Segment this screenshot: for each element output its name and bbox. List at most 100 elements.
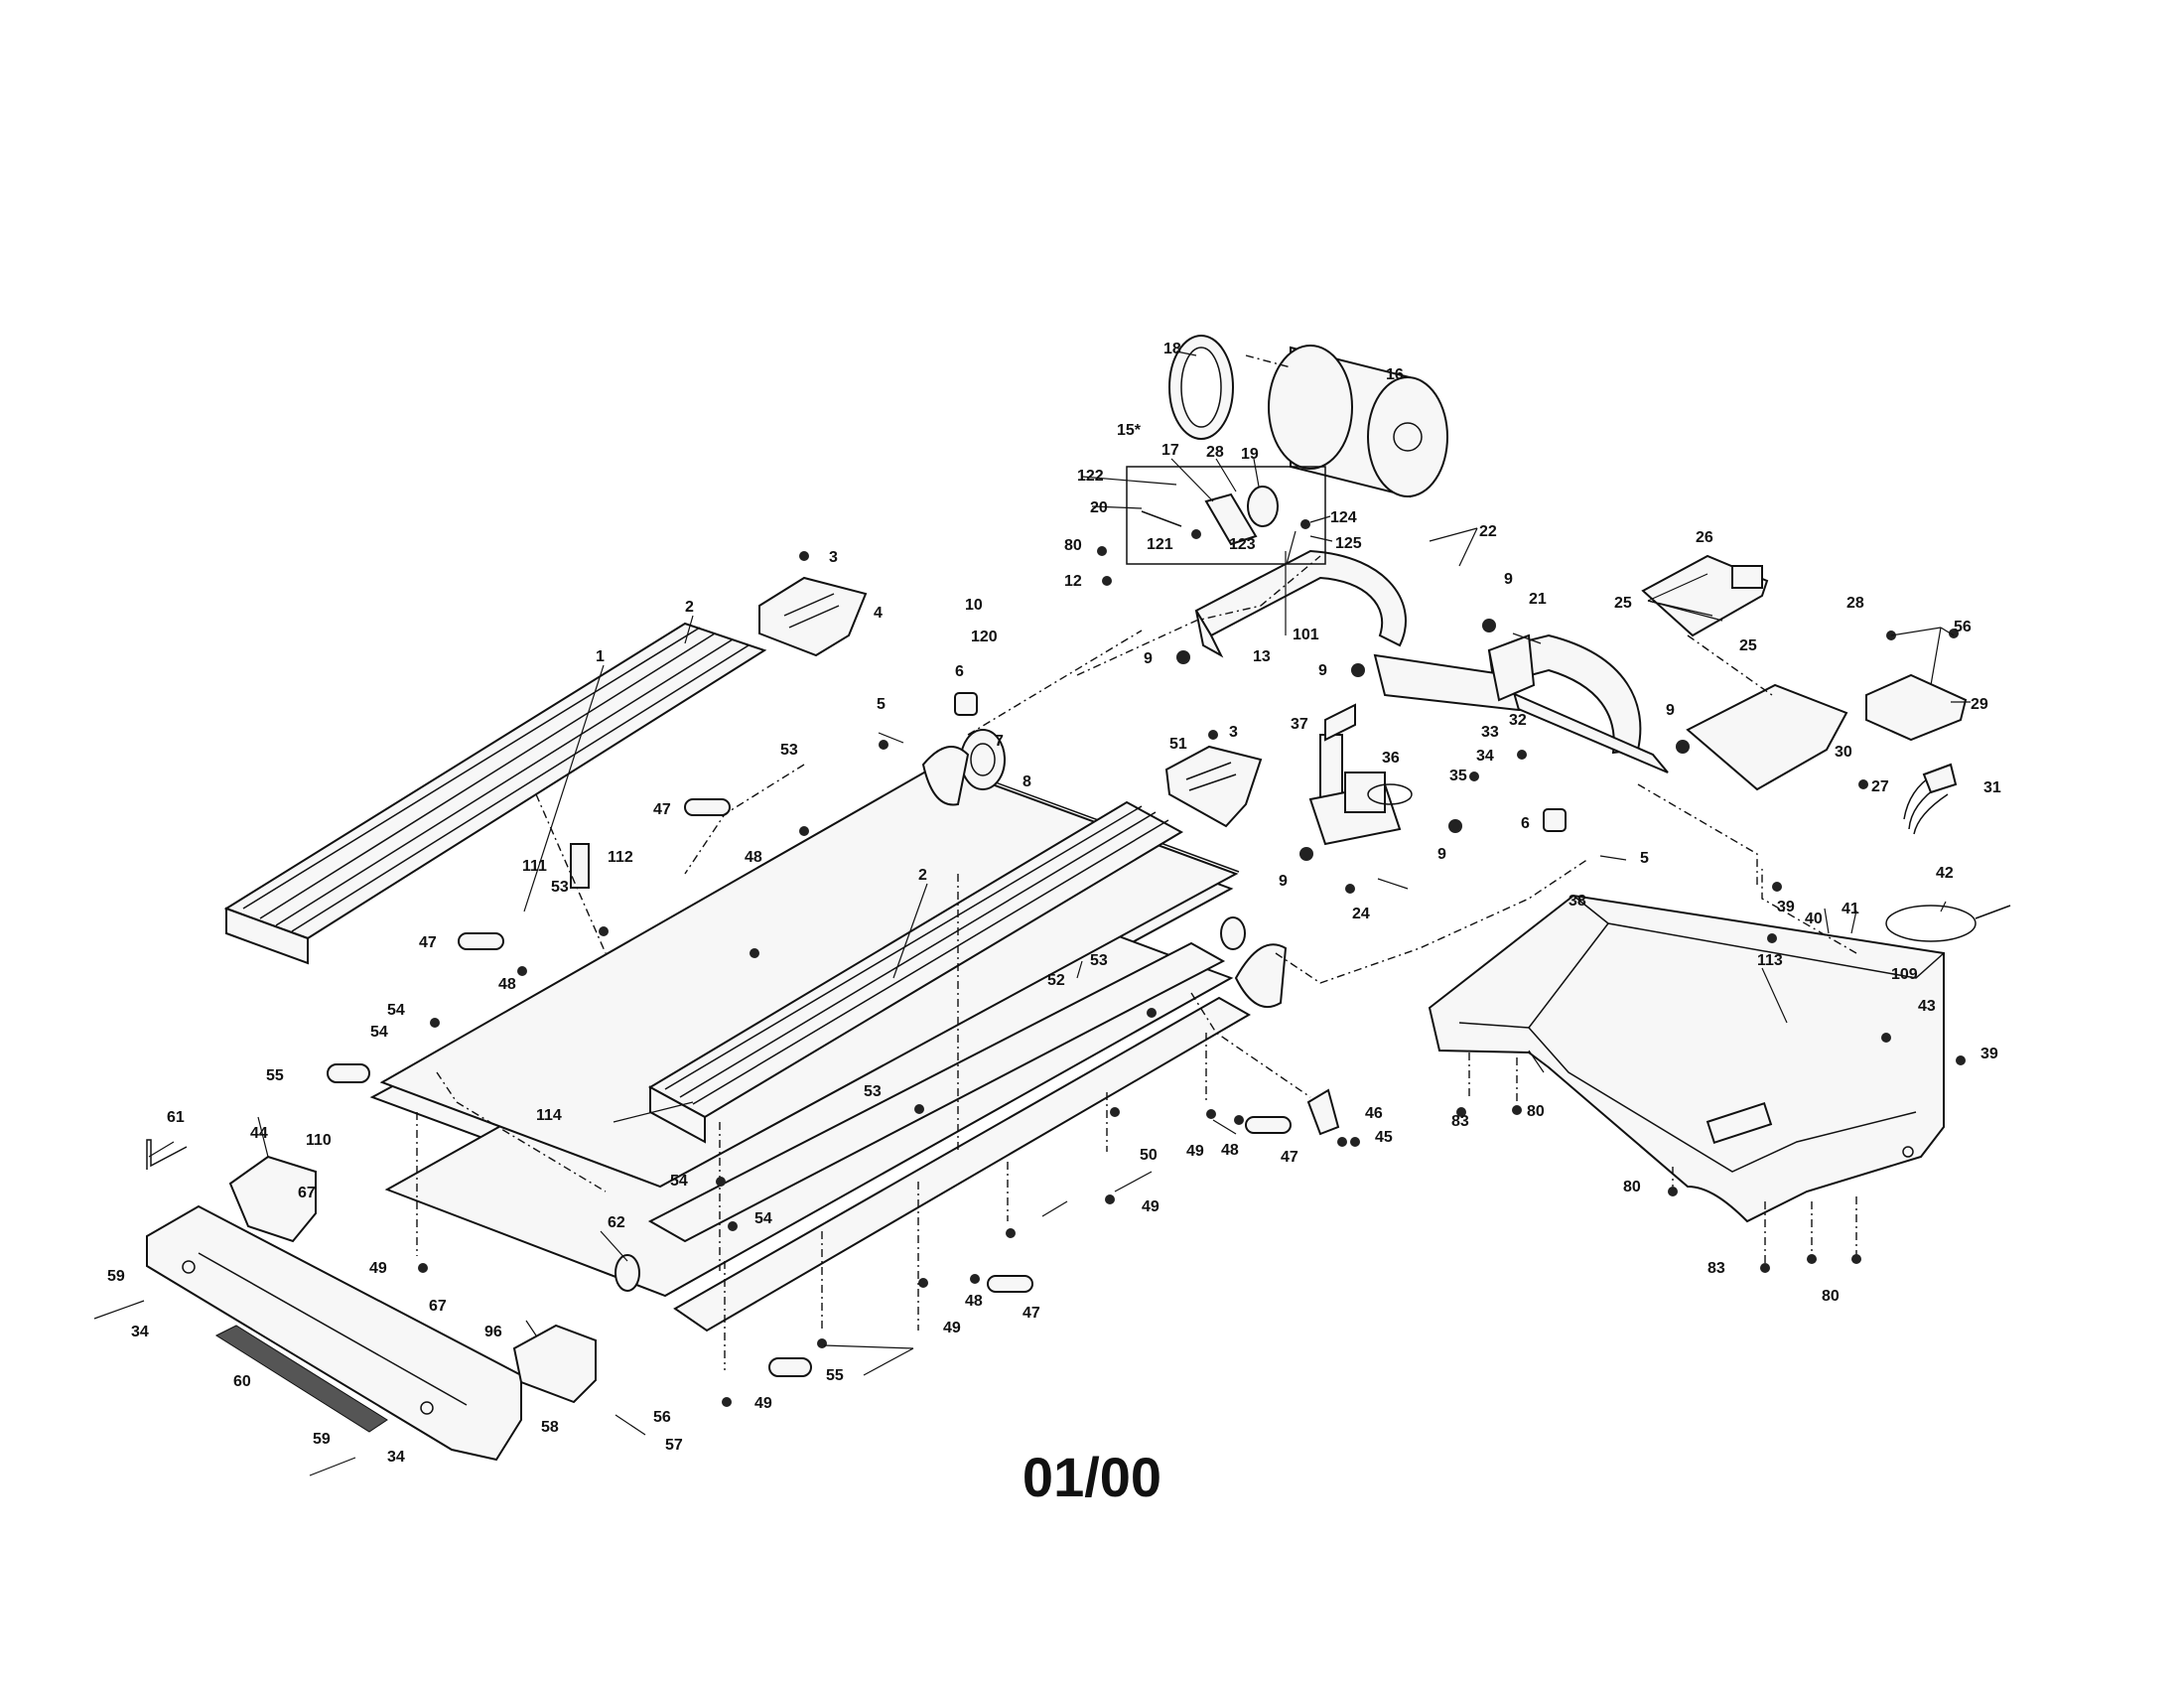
callout-57: 57: [665, 1437, 683, 1454]
callout-42: 42: [1936, 865, 1954, 882]
callout-121: 121: [1147, 536, 1173, 553]
callout-114: 114: [536, 1107, 562, 1124]
callout-53: 53: [780, 742, 798, 759]
callout-7: 7: [995, 733, 1004, 750]
callout-101: 101: [1293, 627, 1319, 643]
motor-hood-bracket-left: [758, 576, 868, 657]
revision-date: 01/00: [1022, 1446, 1162, 1508]
cushion-47: [458, 798, 1292, 1293]
callout-54: 54: [387, 1002, 405, 1019]
roller-bracket-left: [921, 692, 978, 806]
callout-110: 110: [306, 1132, 332, 1149]
callout-6: 6: [955, 663, 964, 680]
callout-124: 124: [1330, 509, 1357, 526]
callout-3: 3: [1229, 724, 1238, 741]
callout-51: 51: [1169, 736, 1187, 753]
callout-53: 53: [551, 879, 569, 896]
controller-board: [1641, 554, 1848, 791]
callout-80: 80: [1623, 1179, 1641, 1195]
incline-motor: [1308, 703, 1413, 846]
deck-side-support: [647, 941, 1252, 1333]
callout-5: 5: [1640, 850, 1649, 867]
callout-8: 8: [1023, 773, 1031, 790]
callout-109: 109: [1891, 966, 1918, 983]
callout-55: 55: [826, 1367, 844, 1384]
callout-49: 49: [943, 1320, 961, 1336]
drive-motor: [1268, 345, 1448, 498]
callout-6: 6: [1521, 815, 1530, 832]
callout-19: 19: [1241, 446, 1259, 463]
callout-80: 80: [1527, 1103, 1545, 1120]
callout-13: 13: [1253, 648, 1271, 665]
callout-55: 55: [266, 1067, 284, 1084]
callout-125: 125: [1335, 535, 1362, 552]
callout-34: 34: [131, 1324, 149, 1340]
callout-2: 2: [918, 867, 927, 884]
callout-24: 24: [1352, 906, 1370, 922]
callout-labels: 1 2 2 3 3 4 5 5 6 6 7 8 9 9 9 9 9 9 10 1…: [107, 341, 2001, 1466]
drive-belt: [1168, 335, 1234, 440]
callout-25: 25: [1739, 637, 1757, 654]
left-side-rail: [223, 622, 767, 965]
callout-18: 18: [1163, 341, 1181, 357]
callout-48: 48: [498, 976, 516, 993]
callout-52: 52: [1047, 972, 1065, 989]
callout-3: 3: [829, 549, 838, 566]
callout-80: 80: [1822, 1288, 1840, 1305]
callout-49: 49: [754, 1395, 772, 1412]
callout-29: 29: [1971, 696, 1988, 713]
callout-22: 22: [1479, 523, 1497, 540]
callout-39: 39: [1980, 1046, 1998, 1062]
callout-59: 59: [107, 1268, 125, 1285]
callout-12: 12: [1064, 573, 1082, 590]
idler-assembly-box: [1126, 466, 1326, 565]
callout-9: 9: [1666, 702, 1675, 719]
callout-120: 120: [971, 629, 998, 645]
callout-80: 80: [1064, 537, 1082, 554]
callout-16: 16: [1386, 366, 1404, 383]
callout-62: 62: [608, 1214, 625, 1231]
callout-83: 83: [1707, 1260, 1725, 1277]
callout-34: 34: [387, 1449, 405, 1466]
callout-9: 9: [1504, 571, 1513, 588]
clip-112: [570, 843, 590, 889]
callout-38: 38: [1569, 893, 1586, 910]
callout-67: 67: [429, 1298, 447, 1315]
callout-67: 67: [298, 1185, 316, 1201]
callout-9: 9: [1144, 650, 1153, 667]
callout-56: 56: [1954, 619, 1972, 635]
callout-60: 60: [233, 1373, 251, 1390]
callout-49: 49: [1186, 1143, 1204, 1160]
callout-5: 5: [877, 696, 886, 713]
callout-54: 54: [370, 1024, 388, 1041]
callout-46: 46: [1365, 1105, 1383, 1122]
callout-48: 48: [965, 1293, 983, 1310]
callout-47: 47: [419, 934, 437, 951]
callout-44: 44: [250, 1125, 268, 1142]
leader-lines: [148, 351, 1971, 1436]
wire-harness: [1903, 763, 1958, 835]
callout-59: 59: [313, 1431, 331, 1448]
callout-33: 33: [1481, 724, 1499, 741]
right-side-rail: [647, 800, 1184, 1144]
callout-32: 32: [1509, 712, 1527, 729]
callout-39: 39: [1777, 899, 1795, 915]
rear-foot-right: [512, 1324, 597, 1404]
callout-36: 36: [1382, 750, 1400, 767]
callout-111: 111: [522, 858, 547, 875]
rear-endcap: [146, 1204, 522, 1462]
callout-50: 50: [1140, 1147, 1158, 1164]
roller-bracket-right: [1234, 808, 1567, 1008]
front-roller: [960, 729, 1246, 950]
callout-56: 56: [653, 1409, 671, 1426]
callout-47: 47: [653, 801, 671, 818]
callout-41: 41: [1842, 901, 1859, 917]
callout-49: 49: [369, 1260, 387, 1277]
main-frame: [1194, 549, 1669, 773]
callout-49: 49: [1142, 1198, 1160, 1215]
callout-25: 25: [1614, 595, 1632, 612]
callout-10: 10: [965, 597, 983, 614]
callout-40: 40: [1805, 911, 1823, 927]
hardware-fasteners: [93, 546, 1966, 1476]
